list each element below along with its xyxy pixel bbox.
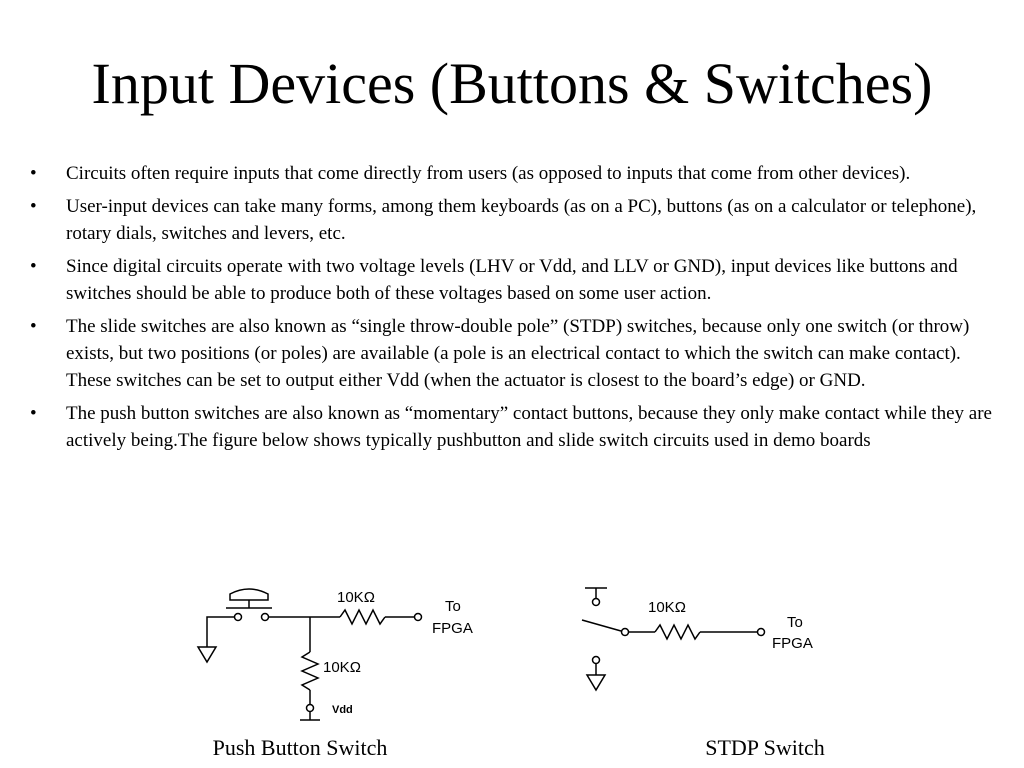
bullet-text: Circuits often require inputs that come …: [66, 163, 911, 184]
bullet-text: User-input devices can take many forms, …: [66, 196, 977, 244]
contact-right: [260, 612, 270, 622]
resistor-top: [339, 608, 386, 626]
output-label-fpga: FPGA: [772, 635, 813, 652]
output-label-fpga: FPGA: [432, 620, 473, 637]
bullet-item: • Since digital circuits operate with two…: [30, 253, 1000, 307]
ground-symbol: [585, 674, 607, 692]
contact-left: [233, 612, 243, 622]
push-button-circuit-diagram: 10KΩ 10KΩ To FPGA Vdd: [196, 588, 473, 721]
resistor-top-label: 10KΩ: [337, 589, 375, 606]
ground-symbol: [196, 646, 218, 664]
bullet-item: • Circuits often require inputs that come…: [30, 160, 1000, 187]
bullet-item: • User-input devices can take many forms,…: [30, 193, 1000, 247]
output-terminal: [413, 612, 423, 622]
bullet-marker: •: [30, 256, 37, 277]
vdd-label: Vdd: [332, 704, 353, 716]
switch-throw: [581, 619, 622, 632]
resistor: [654, 623, 701, 641]
bullet-item: • The push button switches are also known…: [30, 400, 1000, 454]
output-label-to: To: [445, 598, 461, 615]
vdd-terminal: [305, 703, 315, 713]
resistor-side: [300, 651, 320, 691]
upper-pole: [591, 597, 601, 607]
bullet-marker: •: [30, 163, 37, 184]
bullet-marker: •: [30, 403, 37, 424]
resistor-label: 10KΩ: [648, 599, 686, 616]
stdp-switch-circuit-diagram: 10KΩ To FPGA: [581, 587, 813, 692]
lower-pole: [591, 655, 601, 665]
common-contact: [620, 627, 630, 637]
ground-wire: [206, 616, 235, 647]
bullet-marker: •: [30, 316, 37, 337]
output-terminal: [756, 627, 766, 637]
bullet-marker: •: [30, 196, 37, 217]
push-button-cap: [229, 588, 269, 601]
bullet-list: • Circuits often require inputs that come…: [30, 160, 1000, 460]
output-label-to: To: [787, 614, 803, 631]
bullet-text: Since digital circuits operate with two …: [66, 256, 958, 304]
stdp-caption: STDP Switch: [705, 735, 825, 760]
bullet-text: The slide switches are also known as “si…: [66, 316, 970, 391]
bullet-item: • The slide switches are also known as “s…: [30, 313, 1000, 394]
resistor-side-label: 10KΩ: [323, 659, 361, 676]
push-button-caption: Push Button Switch: [212, 735, 388, 760]
slide-title: Input Devices (Buttons & Switches): [91, 51, 933, 116]
bullet-text: The push button switches are also known …: [66, 403, 992, 451]
